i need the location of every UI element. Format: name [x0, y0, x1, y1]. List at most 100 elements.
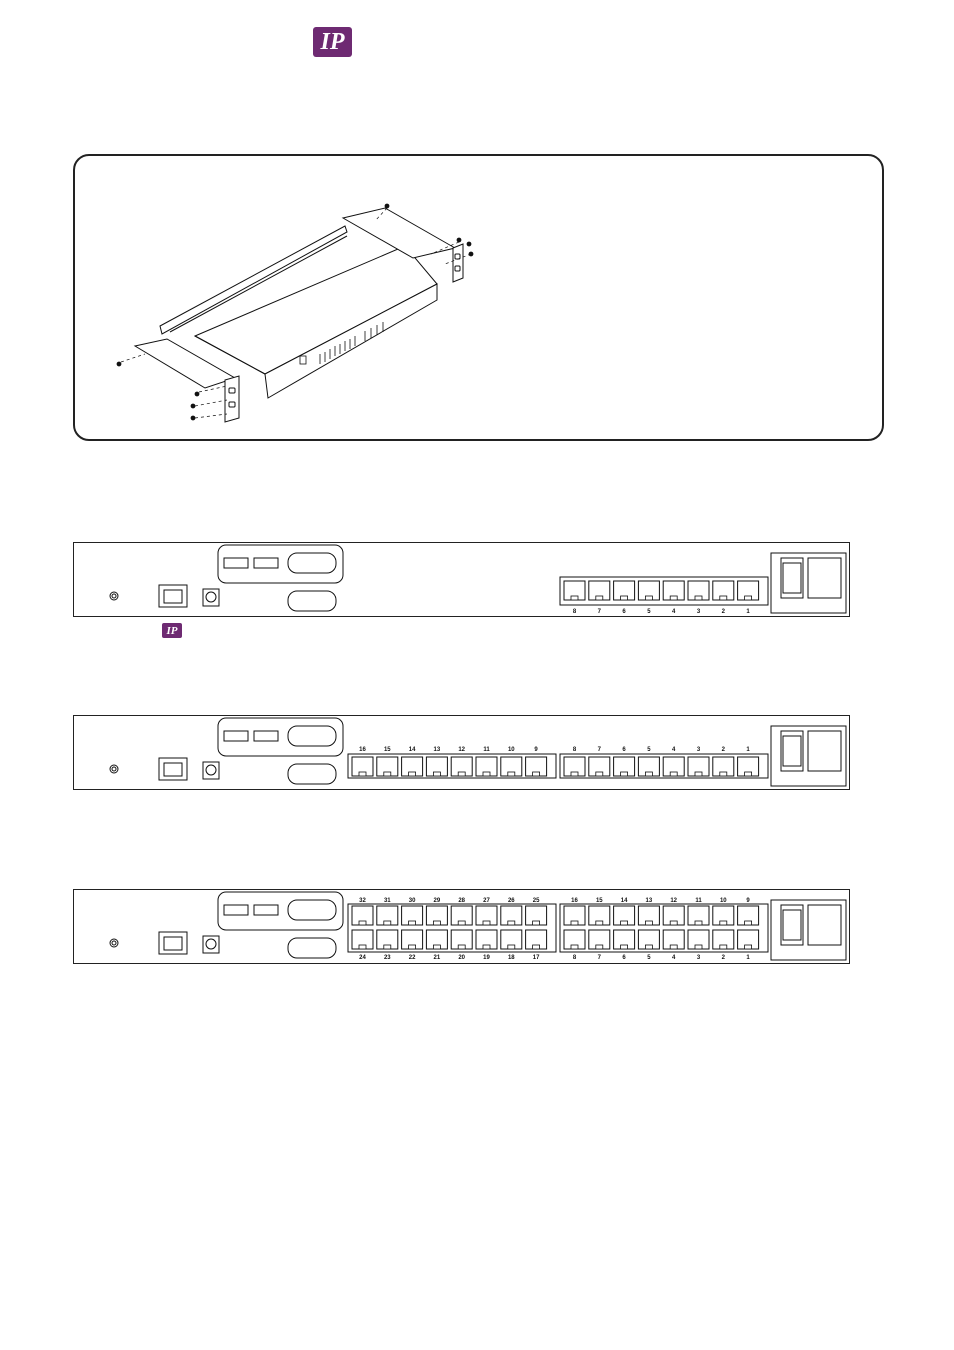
port-number-label: 27	[483, 898, 490, 904]
rj45-port-latch	[621, 921, 628, 925]
port-number-label: 15	[384, 747, 391, 753]
rj45-port-latch	[596, 596, 603, 600]
port-number-label: 7	[598, 747, 602, 753]
rj45-port-latch	[645, 772, 652, 776]
port-number-label: 17	[533, 955, 540, 961]
port-number-label: 12	[458, 747, 465, 753]
rj45-port-latch	[745, 596, 752, 600]
port-number-label: 14	[621, 898, 628, 904]
port-number-label: 4	[672, 955, 676, 961]
port-number-label: 19	[483, 955, 490, 961]
vga-console-port-icon	[288, 900, 336, 920]
port-number-label: 22	[409, 955, 416, 961]
rj45-port-latch	[670, 772, 677, 776]
port-number-label: 9	[534, 747, 538, 753]
port-number-label: 13	[434, 747, 441, 753]
port-number-label: 25	[533, 898, 540, 904]
rj45-port-latch	[745, 772, 752, 776]
port-number-label: 24	[359, 955, 366, 961]
rj45-port-latch	[621, 945, 628, 949]
port-number-label: 2	[722, 747, 726, 753]
rj45-port-latch	[695, 945, 702, 949]
vga-console-port-icon	[288, 553, 336, 573]
rj45-port-latch	[508, 772, 515, 776]
usb-port-icon	[254, 905, 278, 915]
rj45-port-latch	[508, 945, 515, 949]
port-number-label: 20	[458, 955, 465, 961]
port-number-label: 16	[571, 898, 578, 904]
port-number-label: 31	[384, 898, 391, 904]
port-number-label: 7	[598, 609, 602, 615]
rj45-port-latch	[645, 945, 652, 949]
vga-port-icon	[288, 764, 336, 784]
rj45-port-latch	[433, 921, 440, 925]
rj45-port-latch	[596, 945, 603, 949]
rj45-port-latch	[359, 921, 366, 925]
rj45-port-latch	[621, 772, 628, 776]
port-number-label: 21	[434, 955, 441, 961]
rj45-port-latch	[720, 921, 727, 925]
port-number-label: 6	[622, 609, 626, 615]
rj45-port-latch	[571, 921, 578, 925]
port-number-label: 1	[746, 747, 750, 753]
rj45-port-latch	[695, 772, 702, 776]
rj45-port-latch	[745, 945, 752, 949]
port-number-label: 8	[573, 747, 577, 753]
rj45-port-latch	[670, 945, 677, 949]
rj45-port-latch	[571, 596, 578, 600]
rj45-port-latch	[670, 596, 677, 600]
vga-console-port-icon	[288, 726, 336, 746]
rj45-port-latch	[670, 921, 677, 925]
port-number-label: 26	[508, 898, 515, 904]
rj45-port-latch	[695, 596, 702, 600]
rj45-port-latch	[720, 596, 727, 600]
rj45-port-latch	[596, 921, 603, 925]
port-number-label: 2	[722, 609, 726, 615]
usb-port-icon	[254, 731, 278, 741]
usb-port-icon	[224, 558, 248, 568]
port-number-label: 8	[573, 609, 577, 615]
rj45-port-latch	[384, 921, 391, 925]
port-number-label: 28	[458, 898, 465, 904]
rj45-port-latch	[720, 945, 727, 949]
ip-logo-badge: IP	[313, 27, 352, 57]
rj45-port-latch	[458, 772, 465, 776]
port-number-label: 9	[746, 898, 750, 904]
port-number-label: 2	[722, 955, 726, 961]
vga-port-icon	[288, 938, 336, 958]
rack-mount-bracket-illustration-icon	[75, 156, 886, 443]
port-number-label: 3	[697, 747, 701, 753]
port-number-label: 8	[573, 955, 577, 961]
rj45-port-latch	[533, 772, 540, 776]
port-number-label: 10	[720, 898, 727, 904]
port-number-label: 11	[695, 898, 702, 904]
port-number-label: 5	[647, 609, 651, 615]
rj45-port-latch	[409, 772, 416, 776]
rj45-port-latch	[533, 945, 540, 949]
port-number-label: 11	[483, 747, 490, 753]
rj45-port-latch	[409, 945, 416, 949]
kvm-back-panel-32-port: 3231302928272625161514131211109242322212…	[73, 889, 850, 964]
rj45-port-latch	[433, 772, 440, 776]
port-number-label: 6	[622, 955, 626, 961]
rj45-port-latch	[359, 945, 366, 949]
usb-port-icon	[224, 905, 248, 915]
port-number-label: 12	[670, 898, 677, 904]
usb-port-icon	[254, 558, 278, 568]
vga-port-icon	[288, 591, 336, 611]
port-number-label: 32	[359, 898, 366, 904]
rj45-port-latch	[533, 921, 540, 925]
port-number-label: 30	[409, 898, 416, 904]
rj45-port-latch	[359, 772, 366, 776]
port-number-label: 4	[672, 747, 676, 753]
right-bracket	[343, 208, 455, 258]
port-number-label: 3	[697, 955, 701, 961]
ip-small-badge: IP	[162, 623, 182, 638]
rj45-port-latch	[458, 945, 465, 949]
rj45-port-latch	[645, 921, 652, 925]
